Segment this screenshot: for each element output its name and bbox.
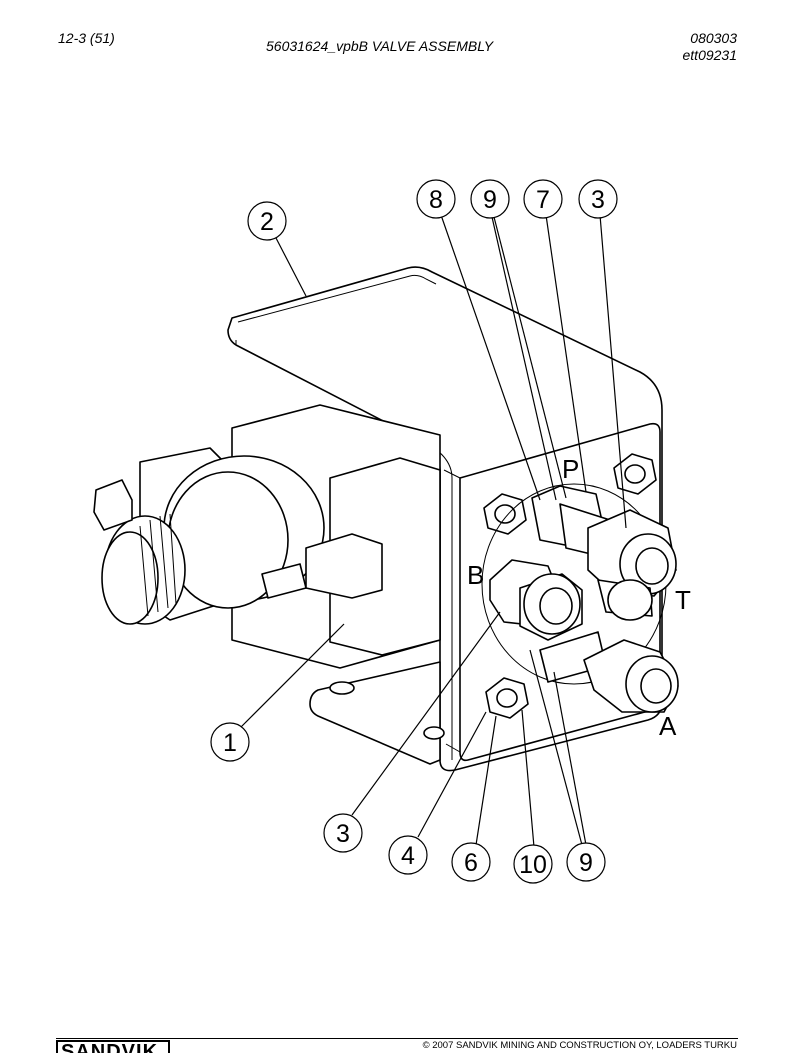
svg-text:9: 9 (483, 186, 497, 214)
document-date: 080303 (690, 30, 737, 46)
fitting-t (597, 579, 653, 621)
callout-3-bottom: 3 (323, 813, 363, 853)
base-foot (309, 661, 445, 765)
sandvik-logo: SANDVIK (56, 1040, 170, 1053)
port-label-t: T (675, 585, 691, 615)
svg-text:1: 1 (223, 729, 237, 757)
svg-text:7: 7 (536, 186, 550, 214)
document-title: 56031624_vpbB VALVE ASSEMBLY (266, 38, 494, 54)
svg-text:9: 9 (579, 849, 593, 877)
footer-rule (56, 1038, 738, 1039)
fitting-b (489, 559, 583, 641)
callout-2: 2 (247, 201, 287, 241)
hex-nuts (483, 453, 657, 719)
callout-3-top: 3 (578, 179, 618, 219)
callout-10: 10 (513, 844, 553, 884)
copyright-notice: © 2007 SANDVIK MINING AND CONSTRUCTION O… (422, 1040, 737, 1051)
callout-8: 8 (416, 179, 456, 219)
fitting-p (531, 485, 677, 597)
callout-9-bottom: 9 (566, 842, 606, 882)
svg-text:6: 6 (464, 849, 478, 877)
page-number: 12-3 (51) (58, 30, 115, 46)
leader-lines (239, 214, 627, 848)
port-label-p: P (562, 454, 579, 484)
callout-7: 7 (523, 179, 563, 219)
port-label-b: B (467, 560, 484, 590)
svg-text:10: 10 (519, 851, 547, 879)
svg-text:4: 4 (401, 842, 415, 870)
callout-1: 1 (210, 722, 250, 762)
fitting-a (539, 631, 679, 713)
svg-text:3: 3 (336, 820, 350, 848)
svg-text:2: 2 (260, 208, 274, 236)
document-reference: ett09231 (682, 47, 738, 63)
svg-text:3: 3 (591, 186, 605, 214)
svg-text:8: 8 (429, 186, 443, 214)
callout-6: 6 (451, 842, 491, 882)
callout-4: 4 (388, 835, 428, 875)
solenoid-valve (93, 404, 441, 669)
callout-9-top: 9 (470, 179, 510, 219)
port-label-a: A (659, 711, 677, 741)
